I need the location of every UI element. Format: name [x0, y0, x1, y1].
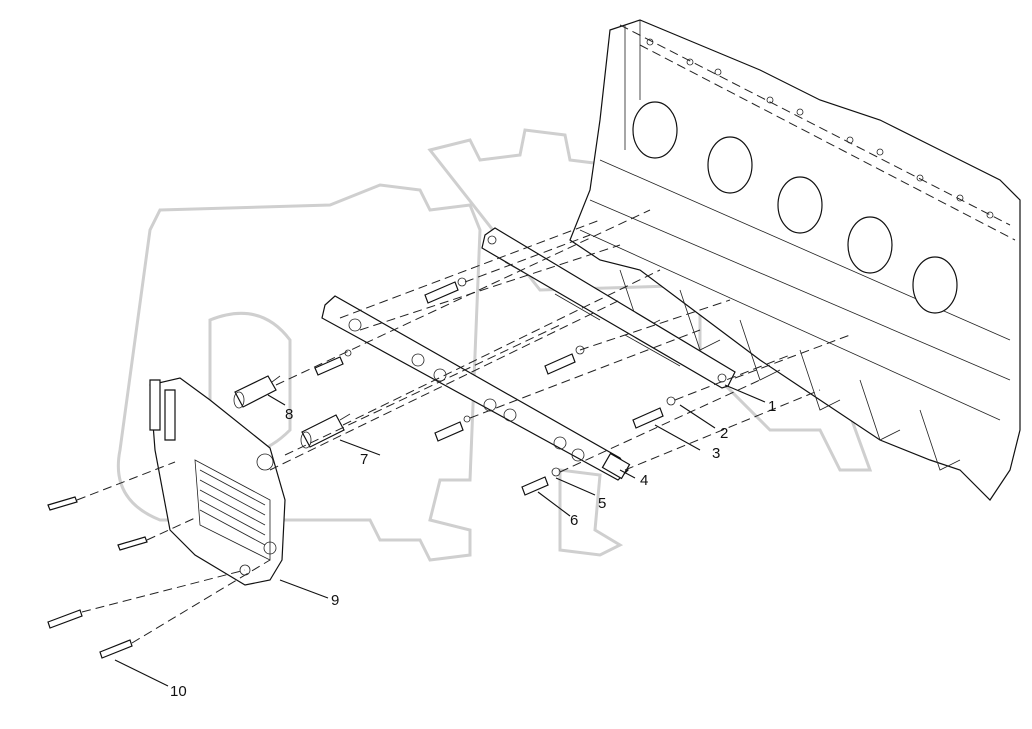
callout-9: 9 — [331, 592, 339, 609]
callout-4: 4 — [640, 472, 648, 489]
bolts-part-10 — [47, 496, 148, 659]
callout-labels: 1 2 3 4 5 6 7 8 9 10 — [170, 398, 776, 700]
control-unit-part-9 — [149, 377, 286, 586]
callout-10: 10 — [170, 683, 187, 700]
spacer-part-7 — [300, 413, 351, 449]
fasteners — [314, 277, 676, 496]
fuel-rail-part-4 — [321, 295, 631, 481]
callout-2: 2 — [720, 425, 728, 442]
callout-8: 8 — [285, 406, 293, 423]
rail-part-1 — [481, 227, 736, 389]
callout-5: 5 — [598, 495, 606, 512]
leader-lines — [114, 384, 766, 687]
callout-1: 1 — [768, 398, 776, 415]
assembly-lines — [76, 209, 851, 644]
callout-6: 6 — [570, 512, 578, 529]
engine-block — [569, 19, 1021, 501]
callout-7: 7 — [360, 451, 368, 468]
spacer-part-8 — [233, 375, 281, 409]
callout-3: 3 — [712, 445, 720, 462]
